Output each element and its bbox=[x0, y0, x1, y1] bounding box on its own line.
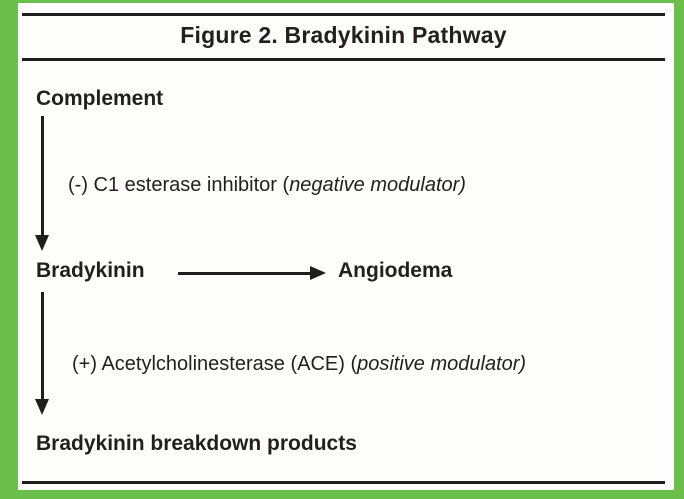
title-bottom-rule bbox=[22, 58, 665, 61]
node-bradykinin: Bradykinin bbox=[36, 259, 145, 282]
arrow-down-2-head-icon bbox=[35, 399, 49, 415]
figure-title: Figure 2. Bradykinin Pathway bbox=[180, 22, 507, 48]
arrow-right-shaft bbox=[178, 272, 310, 275]
edge-label-1-text: (-) C1 esterase inhibitor ( bbox=[68, 174, 290, 196]
node-bradykinin-breakdown-products: Bradykinin breakdown products bbox=[36, 432, 357, 455]
node-complement: Complement bbox=[36, 87, 164, 110]
edge-label-2-text: (+) Acetylcholinesterase (ACE) ( bbox=[72, 353, 358, 375]
arrow-down-2-shaft bbox=[41, 292, 44, 399]
figure-bottom-rule bbox=[22, 481, 665, 484]
edge-label-acetylcholinesterase: (+) Acetylcholinesterase (ACE) (positive… bbox=[72, 353, 526, 376]
figure-panel: Figure 2. Bradykinin Pathway Complement … bbox=[18, 3, 674, 490]
edge-label-1-italic-text: negative modulator) bbox=[289, 174, 466, 196]
title-top-rule bbox=[22, 13, 665, 16]
arrow-right-head-icon bbox=[310, 266, 326, 280]
edge-label-2-italic-text: positive modulator) bbox=[357, 353, 527, 375]
edge-label-c1-esterase-inhibitor: (-) C1 esterase inhibitor (negative modu… bbox=[68, 174, 466, 197]
arrow-down-1-shaft bbox=[41, 116, 44, 235]
arrow-down-1-head-icon bbox=[35, 235, 49, 251]
node-angiodema: Angiodema bbox=[338, 259, 453, 282]
